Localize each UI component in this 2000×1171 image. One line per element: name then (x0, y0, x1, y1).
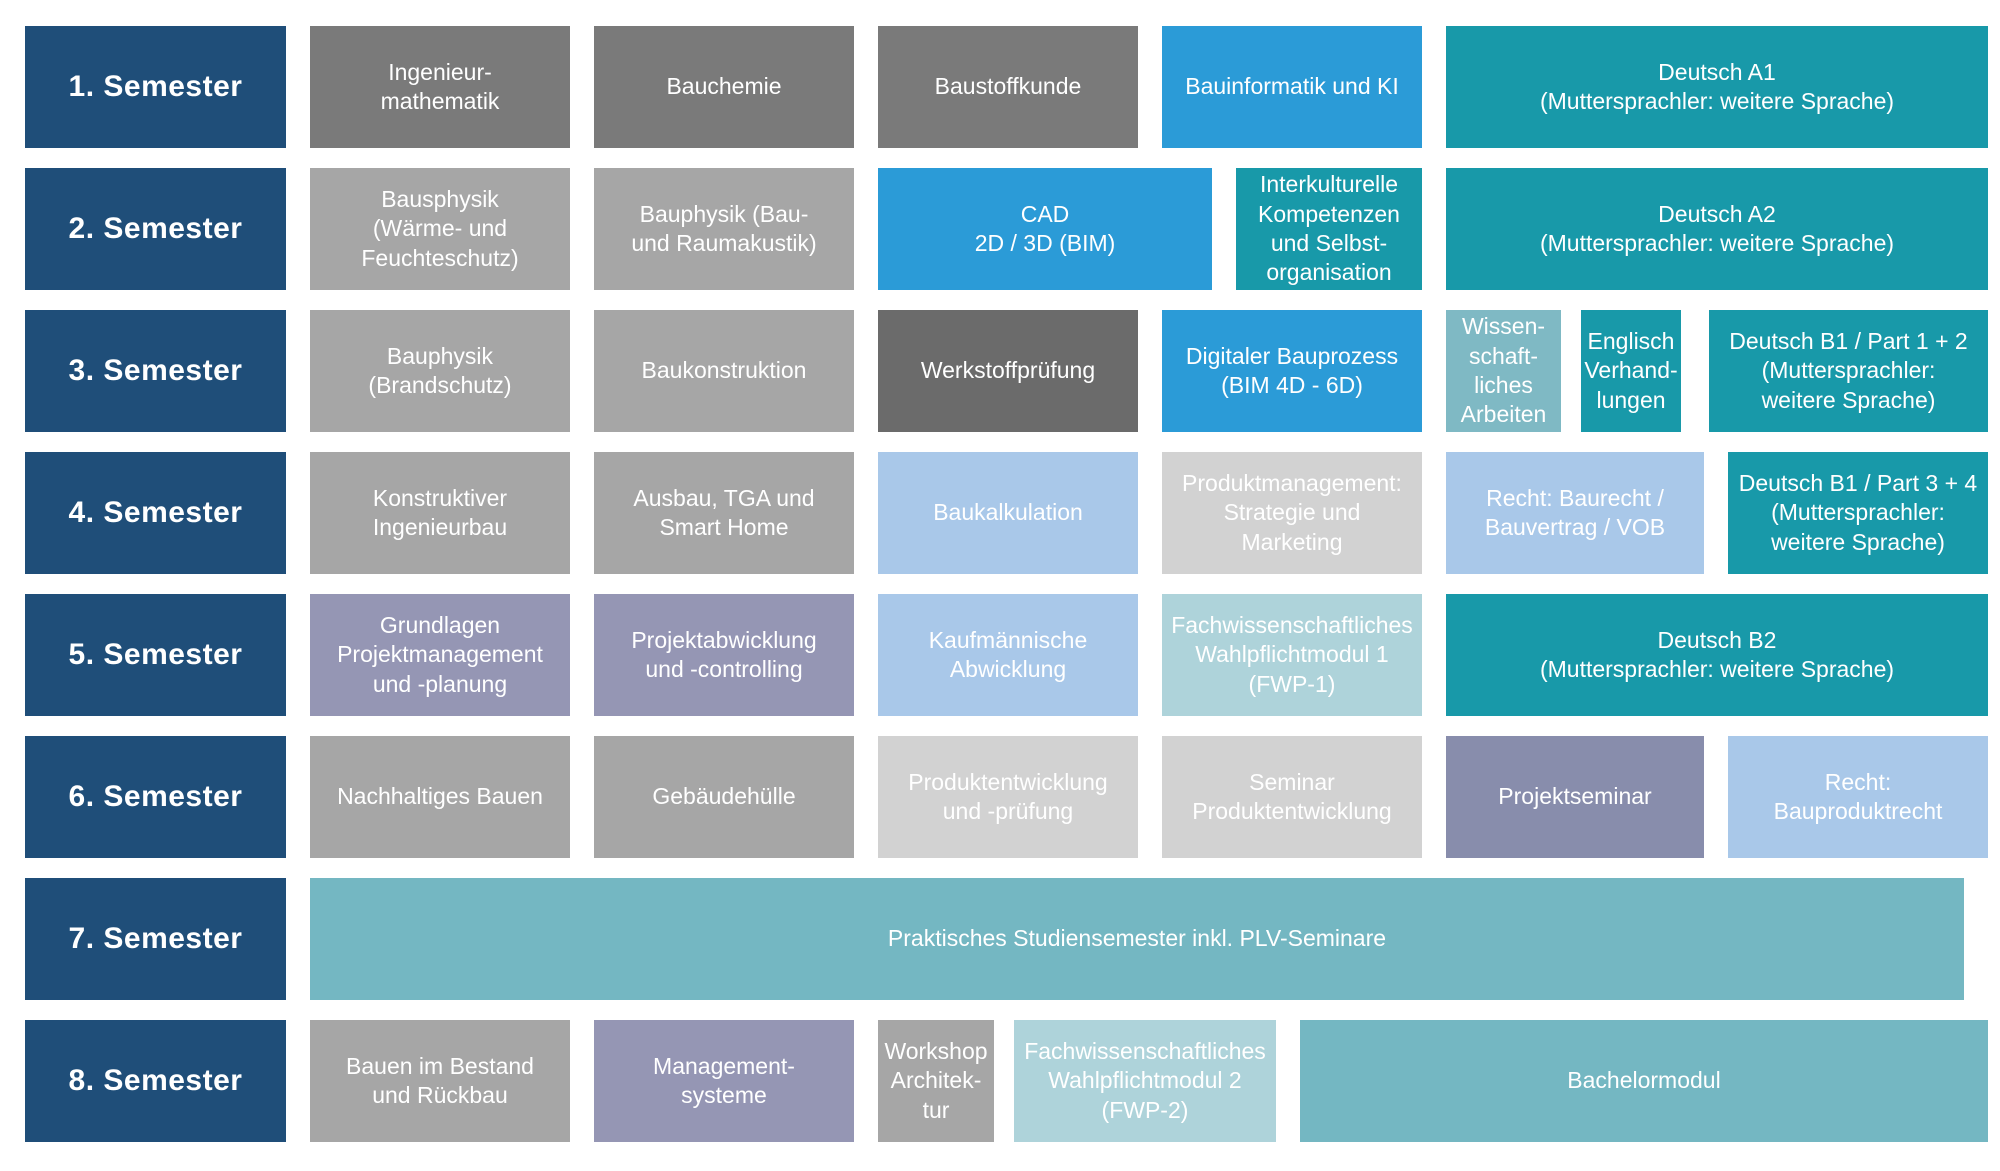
module-cell: Deutsch A1 (Muttersprachler: weitere Spr… (1446, 26, 1988, 148)
module-cell: Gebäudehülle (594, 736, 854, 858)
module-cell: Englisch Verhand- lungen (1581, 310, 1681, 432)
module-cell: Baustoffkunde (878, 26, 1138, 148)
module-cell: Ausbau, TGA und Smart Home (594, 452, 854, 574)
module-cell: Produktmanagement: Strategie und Marketi… (1162, 452, 1422, 574)
module-cell: CAD 2D / 3D (BIM) (878, 168, 1212, 290)
module-cell: Nachhaltiges Bauen (310, 736, 570, 858)
module-cell: Deutsch B2 (Muttersprachler: weitere Spr… (1446, 594, 1988, 716)
module-cell: Recht: Baurecht / Bauvertrag / VOB (1446, 452, 1704, 574)
module-cell: Werkstoffprüfung (878, 310, 1138, 432)
module-cell: Interkulturelle Kompetenzen und Selbst- … (1236, 168, 1422, 290)
module-cell: Ingenieur- mathematik (310, 26, 570, 148)
semester-label: 3. Semester (25, 310, 286, 432)
semester-label: 6. Semester (25, 736, 286, 858)
semester-label: 4. Semester (25, 452, 286, 574)
module-cell: Workshop Architek- tur (878, 1020, 994, 1142)
module-cell: Bachelormodul (1300, 1020, 1988, 1142)
module-cell: Deutsch A2 (Muttersprachler: weitere Spr… (1446, 168, 1988, 290)
module-cell: Deutsch B1 / Part 3 + 4 (Muttersprachler… (1728, 452, 1988, 574)
semester-label: 1. Semester (25, 26, 286, 148)
module-cell: Bauphysik (Brandschutz) (310, 310, 570, 432)
module-cell: Seminar Produktentwicklung (1162, 736, 1422, 858)
semester-label: 2. Semester (25, 168, 286, 290)
module-cell: Recht: Bauproduktrecht (1728, 736, 1988, 858)
module-cell: Digitaler Bauprozess (BIM 4D - 6D) (1162, 310, 1422, 432)
module-cell: Praktisches Studiensemester inkl. PLV-Se… (310, 878, 1964, 1000)
module-cell: Konstruktiver Ingenieurbau (310, 452, 570, 574)
module-cell: Bauphysik (Bau- und Raumakustik) (594, 168, 854, 290)
semester-label: 8. Semester (25, 1020, 286, 1142)
module-cell: Wissen- schaft- liches Arbeiten (1446, 310, 1561, 432)
module-cell: Projektseminar (1446, 736, 1704, 858)
semester-label: 5. Semester (25, 594, 286, 716)
module-cell: Management- systeme (594, 1020, 854, 1142)
module-cell: Projektabwicklung und -controlling (594, 594, 854, 716)
module-cell: Deutsch B1 / Part 1 + 2 (Muttersprachler… (1709, 310, 1988, 432)
module-cell: Grundlagen Projektmanagement und -planun… (310, 594, 570, 716)
module-cell: Bauen im Bestand und Rückbau (310, 1020, 570, 1142)
module-cell: Fachwissenschaftliches Wahlpflichtmodul … (1014, 1020, 1276, 1142)
module-cell: Bauchemie (594, 26, 854, 148)
module-cell: Fachwissenschaftliches Wahlpflichtmodul … (1162, 594, 1422, 716)
module-cell: Baukalkulation (878, 452, 1138, 574)
module-cell: Kaufmännische Abwicklung (878, 594, 1138, 716)
module-cell: Bauinformatik und KI (1162, 26, 1422, 148)
semester-label: 7. Semester (25, 878, 286, 1000)
module-cell: Produktentwicklung und -prüfung (878, 736, 1138, 858)
module-cell: Baukonstruktion (594, 310, 854, 432)
module-cell: Bausphysik (Wärme- und Feuchteschutz) (310, 168, 570, 290)
